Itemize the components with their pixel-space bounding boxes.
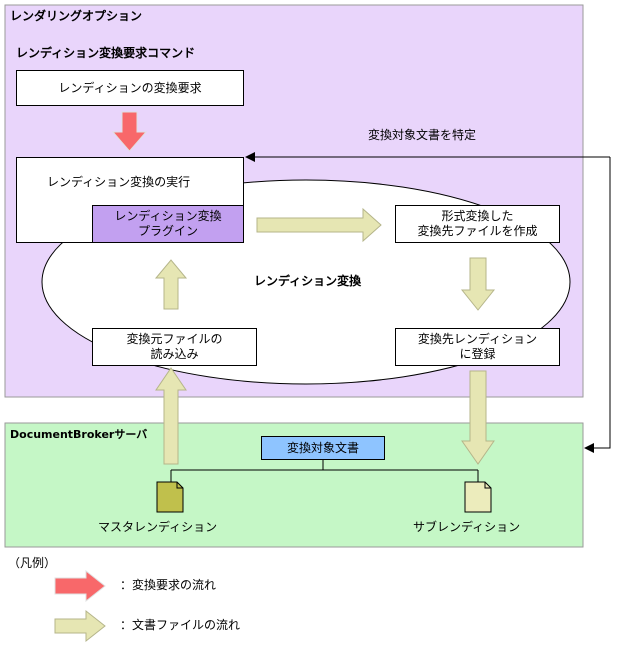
legend-file-flow-label: ：文書ファイルの流れ	[120, 618, 241, 632]
sub-rendition-label: サブレンディション	[413, 520, 521, 534]
legend-title: （凡例）	[8, 556, 57, 570]
master-rendition-label: マスタレンディション	[98, 520, 218, 534]
plugin-to-format-arrow	[256, 207, 382, 243]
format-label-line1: 形式変換した	[441, 209, 514, 223]
sub-document-fold	[484, 482, 491, 489]
register-label-line1: 変換先レンディション	[417, 332, 538, 346]
rendering-option-title: レンダリングオプション	[10, 9, 143, 23]
format-label-line2: 変換先ファイルを作成	[417, 224, 538, 238]
conversion-request-label: レンディションの変換要求	[58, 80, 202, 95]
target-document-box: 変換対象文書	[261, 436, 385, 460]
legend-file-arrow-icon	[54, 609, 106, 643]
master-to-read-arrow	[155, 367, 187, 465]
read-source-box: 変換元ファイルの 読み込み	[92, 328, 257, 366]
sub-document-icon	[464, 481, 492, 513]
plugin-label-line2: プラグイン	[137, 224, 198, 238]
format-conversion-box: 形式変換した 変換先ファイルを作成	[395, 205, 560, 243]
master-document-fold	[176, 482, 183, 489]
identify-target-label: 変換対象文書を特定	[368, 128, 477, 142]
identify-connector	[584, 157, 611, 453]
register-label-line2: に登録	[459, 347, 496, 361]
ellipse-label: レンディション変換	[254, 274, 362, 288]
command-title: レンディション変換要求コマンド	[16, 46, 196, 60]
read-label-line2: 読み込み	[150, 347, 199, 361]
server-title: DocumentBrokerサーバ	[10, 428, 148, 441]
legend-request-flow-label: ：変換要求の流れ	[120, 578, 217, 592]
plugin-box: レンディション変換 プラグイン	[92, 205, 244, 243]
request-arrow	[111, 111, 148, 152]
execute-conversion-label: レンディション変換の実行	[47, 175, 191, 189]
format-to-register-arrow	[460, 257, 496, 311]
target-document-label: 変換対象文書	[286, 440, 359, 455]
read-to-plugin-arrow	[154, 259, 188, 310]
register-box: 変換先レンディション に登録	[395, 328, 560, 366]
legend-red-arrow-icon	[54, 569, 106, 603]
read-label-line1: 変換元ファイルの	[126, 332, 223, 346]
conversion-request-box: レンディションの変換要求	[16, 70, 244, 106]
master-document-icon	[156, 481, 184, 513]
plugin-label-line1: レンディション変換	[114, 209, 222, 223]
register-to-sub-arrow	[461, 370, 495, 465]
